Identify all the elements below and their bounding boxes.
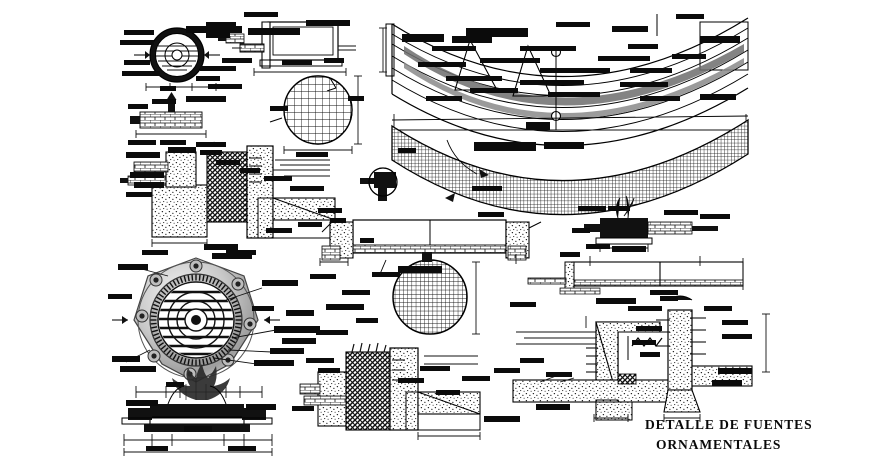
detail-small-valve-callout <box>360 167 398 201</box>
detail-box-section-top-center <box>218 21 356 76</box>
title-line-1: DETALLE DE FUENTES <box>645 417 813 432</box>
detail-long-horizontal-section-right <box>527 256 744 295</box>
detail-basin-cross-section-center <box>319 219 542 275</box>
detail-foundation-section-mid-left <box>120 92 336 247</box>
detail-wall-footing-section-bottom-center <box>299 342 481 440</box>
detail-pool-edge-section-right-a <box>512 316 682 422</box>
title-line-2: ORNAMENTALES <box>656 437 782 452</box>
detail-main-fountain-circular-plan <box>112 257 280 398</box>
title-block: DETALLE DE FUENTES ORNAMENTALES <box>645 415 860 455</box>
detail-grate-plan-mesh-top <box>269 75 362 154</box>
detail-nozzle-section-top-left <box>130 92 207 138</box>
annotation-marks <box>108 12 752 451</box>
detail-nozzle-plan-circular-top-left <box>134 27 220 91</box>
